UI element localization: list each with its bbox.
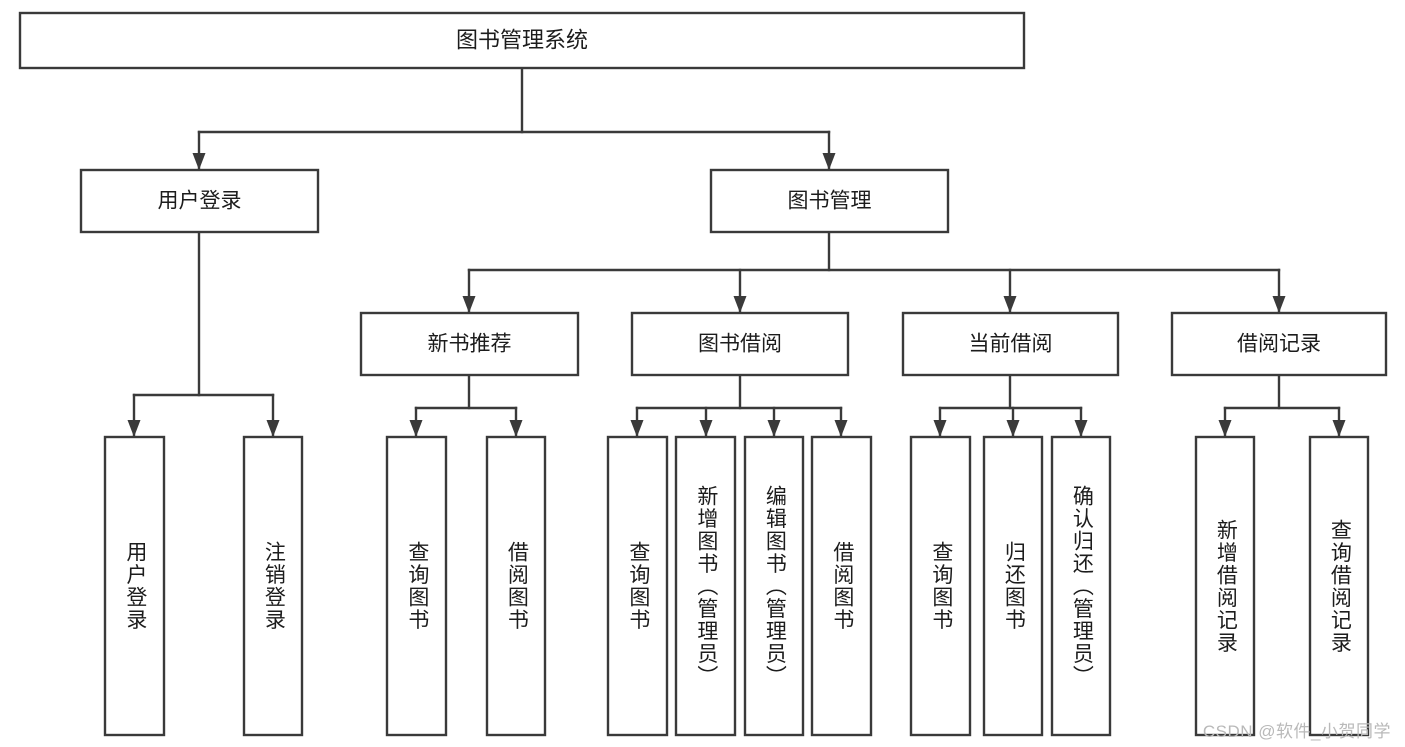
node-root[interactable] [18,11,1026,70]
node-new-book-recommend[interactable] [359,311,580,377]
node-book-management[interactable] [709,168,950,234]
node-user-login-label: 用户登录 [158,190,242,213]
node-leaf-borrow-book[interactable] [810,435,873,737]
arrow-head-icon [733,296,747,313]
node-new-book-recommend-label: 新书推荐 [428,333,512,356]
arrow-head-icon [834,420,848,437]
node-root-label: 图书管理系统 [456,27,588,52]
node-leaf-edit-book[interactable] [743,435,805,737]
arrow-head-icon [630,420,644,437]
node-leaf-confirm-return[interactable] [1050,435,1112,737]
arrow-head-icon [1272,296,1286,313]
csdn-watermark: CSDN @软件_小贺同学 [1202,722,1391,741]
arrow-head-icon [699,420,713,437]
arrow-head-icon [767,420,781,437]
node-leaf-query-book-current[interactable] [909,435,972,737]
node-leaf-return-book[interactable] [982,435,1044,737]
node-leaf-query-borrow-record[interactable] [1308,435,1370,737]
arrow-head-icon [409,420,423,437]
node-current-borrow-label: 当前借阅 [969,333,1053,356]
node-leaf-logout[interactable] [242,435,304,737]
arrow-head-icon [462,296,476,313]
arrow-head-icon [933,420,947,437]
node-box-layer [18,11,1388,737]
arrow-head-icon [127,420,141,437]
node-current-borrow[interactable] [901,311,1120,377]
node-borrow-record[interactable] [1170,311,1388,377]
arrow-head-icon [1332,420,1346,437]
connector-layer [127,66,1346,438]
arrow-head-icon [509,420,523,437]
node-leaf-borrow-book-recommend[interactable] [485,435,547,737]
node-leaf-query-book-borrow[interactable] [606,435,669,737]
node-book-borrow-label: 图书借阅 [698,333,782,356]
arrow-head-icon [1003,296,1017,313]
node-book-borrow[interactable] [630,311,850,377]
node-leaf-user-login[interactable] [103,435,166,737]
node-user-login[interactable] [79,168,320,234]
arrow-head-icon [1006,420,1020,437]
arrow-head-icon [822,153,836,170]
arrow-head-icon [266,420,280,437]
arrow-head-icon [1074,420,1088,437]
node-leaf-add-borrow-record[interactable] [1194,435,1256,737]
node-book-management-label: 图书管理 [788,190,872,213]
node-borrow-record-label: 借阅记录 [1237,333,1321,356]
arrow-head-icon [1218,420,1232,437]
arrow-head-icon [192,153,206,170]
node-leaf-query-book-recommend[interactable] [385,435,448,737]
node-leaf-add-book[interactable] [674,435,737,737]
